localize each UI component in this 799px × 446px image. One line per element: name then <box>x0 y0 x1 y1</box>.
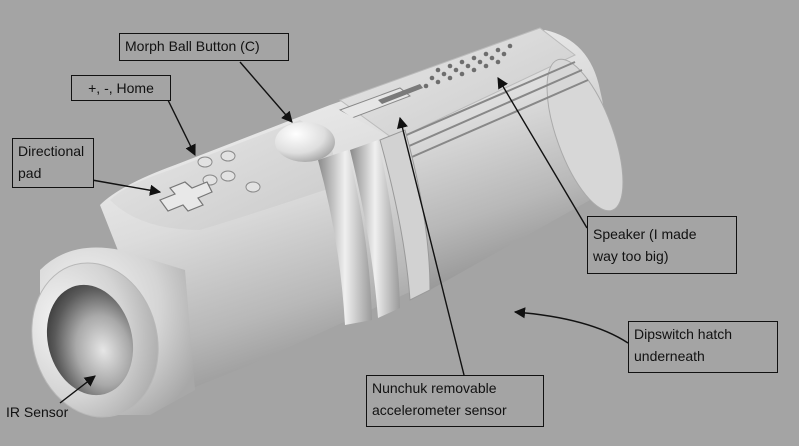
callout-lines <box>59 61 629 404</box>
morph-ball-label: Morph Ball Button (C) <box>119 33 289 61</box>
small-buttons <box>197 150 261 193</box>
ir-sensor-opening <box>46 284 134 396</box>
speaker-grille <box>423 43 513 89</box>
grip-rings <box>318 129 431 325</box>
side-grooves <box>394 61 589 161</box>
morph-ball-button <box>275 122 335 162</box>
dpad-label: Directional pad <box>12 138 94 188</box>
ir-sensor-label: IR Sensor <box>6 404 69 420</box>
speaker-label: Speaker (I made way too big) <box>587 216 737 274</box>
nunchuk-label: Nunchuk removable accelerometer sensor <box>366 375 544 427</box>
d-pad <box>159 181 213 212</box>
plus-minus-home-label: +, -, Home <box>71 75 171 101</box>
front-barrel <box>31 247 195 418</box>
dipswitch-label: Dipswitch hatch underneath <box>628 321 778 373</box>
